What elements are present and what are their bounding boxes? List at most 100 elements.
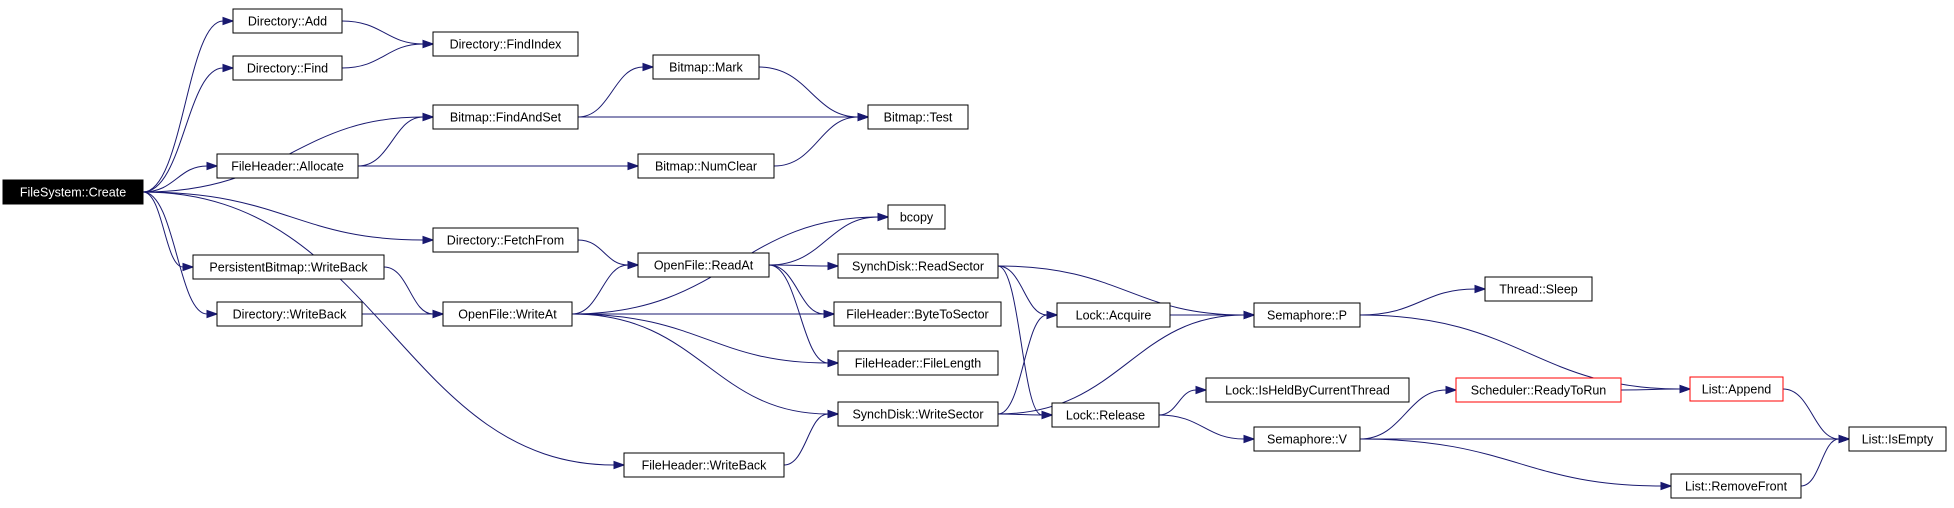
edge-of_writeat-to-fh_filelength [571,313,840,368]
node-label: FileHeader::FileLength [855,357,982,371]
node-label: Bitmap::NumClear [655,160,757,174]
node-openfile-readat[interactable]: OpenFile::ReadAt [637,252,770,278]
node-box [837,401,999,427]
node-label: Scheduler::ReadyToRun [1471,384,1607,398]
arrowhead [613,460,626,470]
node-box [837,253,999,279]
node-bcopy[interactable]: bcopy [887,204,946,230]
arrowhead [1679,384,1692,394]
node-box [192,254,385,280]
arrowhead [422,235,435,245]
node-box [1205,377,1410,403]
node-fileheader-bytetosector[interactable]: FileHeader::ByteToSector [833,301,1002,327]
node-filesystem-create[interactable]: FileSystem::Create [2,179,144,205]
edge-fh_allocate-to-bm_findandset [357,112,435,167]
node-semaphore-v[interactable]: Semaphore::V [1253,426,1361,452]
node-lock-release[interactable]: Lock::Release [1051,402,1160,428]
node-fileheader-filelength[interactable]: FileHeader::FileLength [837,350,999,376]
node-semaphore-p[interactable]: Semaphore::P [1253,302,1361,328]
arrowhead [1660,481,1673,491]
edge-line [1359,389,1447,440]
node-box [442,301,573,327]
node-label: FileHeader::WriteBack [642,459,768,473]
node-box [216,153,359,179]
edge-dir_add-to-dir_findindex [341,20,435,49]
node-synchdisk-readsector[interactable]: SynchDisk::ReadSector [837,253,999,279]
node-label: SynchDisk::WriteSector [852,408,983,422]
node-box [637,153,775,179]
edge-line [1620,388,1681,391]
edge-bm_findandset-to-bm_mark [577,62,655,118]
node-directory-add[interactable]: Directory::Add [232,8,343,34]
node-fileheader-allocate[interactable]: FileHeader::Allocate [216,153,359,179]
node-layer: FileSystem::Create Directory::AddDirector… [2,8,1947,499]
arrowhead [877,212,890,222]
node-list-removefront[interactable]: List::RemoveFront [1670,473,1802,499]
node-directory-fetchfrom[interactable]: Directory::FetchFrom [432,227,579,253]
node-box [2,179,144,205]
edge-line [577,66,644,118]
node-bitmap-numclear[interactable]: Bitmap::NumClear [637,153,775,179]
node-persistentbitmap-writeback[interactable]: PersistentBitmap::WriteBack [192,254,385,280]
edge-of_readat-to-bcopy [768,212,890,266]
edge-fh_writeback-to-sd_writesector [783,409,840,466]
edge-fh_allocate-to-bm_numclear [358,161,640,171]
node-list-append[interactable]: List::Append [1689,376,1784,402]
edge-line [997,265,1048,316]
node-bitmap-mark[interactable]: Bitmap::Mark [652,54,760,80]
node-thread-sleep[interactable]: Thread::Sleep [1484,276,1593,302]
edge-of_readat-to-sd_readsector [768,261,840,271]
node-label: Lock::IsHeldByCurrentThread [1225,384,1390,398]
arrowhead [827,409,840,419]
edge-sd_readsector-to-lock_acquire [997,265,1059,320]
edge-line [142,191,615,466]
edge-line [1158,389,1197,416]
arrowhead [1474,284,1487,294]
node-list-isempty[interactable]: List::IsEmpty [1848,426,1947,452]
edge-sem_v-to-list_removefront [1359,438,1673,491]
node-label: Bitmap::FindAndSet [450,111,562,125]
edge-list_append-to-list_isempty [1782,388,1851,444]
node-box [1056,302,1171,328]
edge-line [768,216,879,266]
edge-of_readat-to-fh_filelength [768,264,840,368]
edge-line [758,66,859,118]
arrowhead [422,112,435,122]
node-bitmap-test[interactable]: Bitmap::Test [867,104,969,130]
edge-line [142,165,208,193]
node-label: FileSystem::Create [20,186,126,200]
edge-sem_p-to-thread_sleep [1359,284,1487,316]
node-box [887,204,946,230]
arrowhead [827,261,840,271]
node-box [637,252,770,278]
edge-line [997,314,1245,415]
node-label: bcopy [900,211,934,225]
arrowhead [1046,310,1059,320]
node-directory-writeback[interactable]: Directory::WriteBack [216,301,363,327]
node-box [432,227,579,253]
node-synchdisk-writesector[interactable]: SynchDisk::WriteSector [837,401,999,427]
node-directory-find[interactable]: Directory::Find [232,55,343,81]
node-bitmap-findandset[interactable]: Bitmap::FindAndSet [432,104,579,130]
node-box [432,104,579,130]
node-scheduler-readytorun[interactable]: Scheduler::ReadyToRun [1455,377,1622,403]
edge-line [142,191,184,268]
edge-line [341,20,424,45]
node-fileheader-writeback[interactable]: FileHeader::WriteBack [623,452,785,478]
node-box [623,452,785,478]
node-label: PersistentBitmap::WriteBack [209,261,368,275]
edge-line [1782,388,1840,440]
edge-fs_create-to-dir_writeback [142,191,219,319]
edge-fs_create-to-dir_fetchfrom [142,191,435,245]
node-lock-acquire[interactable]: Lock::Acquire [1056,302,1171,328]
edge-fs_create-to-dir_find [142,63,235,193]
node-directory-findindex[interactable]: Directory::FindIndex [432,31,579,57]
edge-bm_findandset-to-bm_test [578,112,870,122]
node-openfile-writeat[interactable]: OpenFile::WriteAt [442,301,573,327]
edge-fs_create-to-pbm_writeback [142,191,195,272]
edge-line [768,264,829,364]
node-label: Lock::Release [1066,409,1145,423]
arrowhead [432,309,445,319]
node-box [1253,302,1361,328]
node-lock-isheldbycurrentthread[interactable]: Lock::IsHeldByCurrentThread [1205,377,1410,403]
